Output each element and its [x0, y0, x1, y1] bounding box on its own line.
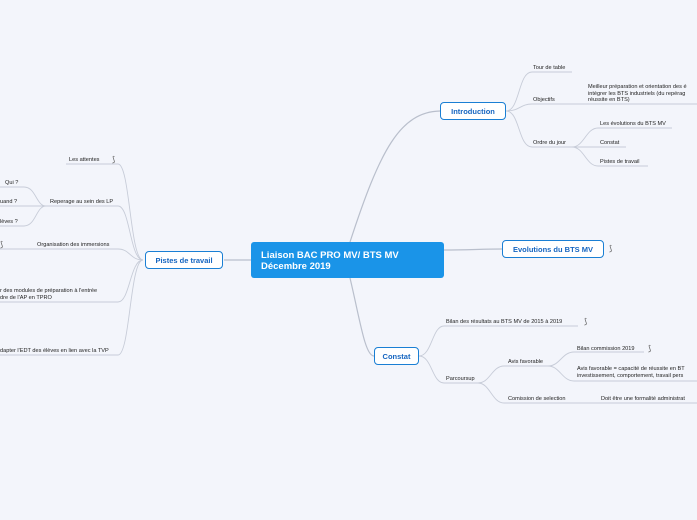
topic-introduction[interactable]: Introduction [440, 102, 506, 120]
topic-pistes-label: Pistes de travail [155, 255, 213, 265]
modules-line1: r des modules de préparation à l'entrée [0, 288, 98, 294]
attachment-icon[interactable]: ⟆ [609, 244, 613, 253]
subtopic-tour-de-table[interactable]: Tour de table [533, 65, 566, 71]
subtopic-modules-preparation[interactable]: r des modules de préparation à l'entrée … [0, 288, 97, 301]
objectifs-detail-line2: intégrer les BTS industriels (du repérag [588, 90, 686, 97]
subtopic-objectifs-detail[interactable]: Meilleur préparation et orientation des … [588, 84, 687, 104]
ordre-item-pistes[interactable]: Pistes de travail [600, 159, 640, 165]
subtopic-bilan-resultats[interactable]: Bilan des résultats au BTS MV de 2015 à … [446, 319, 563, 325]
topic-introduction-label: Introduction [451, 106, 495, 116]
topic-evolutions-label: Evolutions du BTS MV [513, 244, 593, 254]
central-title-line1: Liaison BAC PRO MV/ BTS MV [261, 250, 399, 261]
subtopic-qui[interactable]: Qui ? [5, 180, 19, 186]
subtopic-objectifs[interactable]: Objectifs [533, 97, 555, 103]
ordre-item-evolutions[interactable]: Les évolutions du BTS MV [600, 121, 666, 127]
attachment-icon[interactable]: ⟆ [648, 344, 652, 353]
avis-detail-line1: Avis favorable = capacité de réussite en… [577, 366, 685, 372]
subtopic-les-attentes[interactable]: Les attentes [69, 157, 100, 163]
attachment-icon[interactable]: ⟆ [112, 155, 116, 164]
subtopic-quand[interactable]: uand ? [0, 199, 18, 205]
ordre-item-constat[interactable]: Constat [600, 140, 620, 146]
subtopic-adapter-edt[interactable]: dapter l'EDT des élèves en lien avec la … [0, 348, 109, 354]
subtopic-immersions[interactable]: Organisation des immersions [37, 242, 110, 248]
attachment-icon[interactable]: ⟆ [584, 317, 588, 326]
objectifs-detail-line1: Meilleur préparation et orientation des … [588, 84, 687, 90]
subtopic-eleves[interactable]: lèves ? [0, 219, 18, 225]
modules-line2: dre de l'AP en TPRO [0, 294, 52, 301]
central-topic[interactable]: Liaison BAC PRO MV/ BTS MV Décembre 2019 [251, 242, 444, 278]
subtopic-reperage[interactable]: Reperage au sein des LP [50, 199, 114, 205]
attachment-icon[interactable]: ⟆ [0, 240, 4, 249]
avis-detail-line2: investissement, comportement, travail pe… [577, 372, 684, 379]
topic-constat-label: Constat [382, 351, 411, 361]
subtopic-parcoursup[interactable]: Parcoursup [446, 376, 475, 382]
topic-constat[interactable]: Constat [374, 347, 419, 365]
objectifs-detail-line3: réussite en BTS) [588, 97, 630, 104]
topic-evolutions[interactable]: Evolutions du BTS MV [502, 240, 604, 258]
subtopic-bilan-commission[interactable]: Bilan commission 2019 [577, 346, 635, 352]
topic-pistes[interactable]: Pistes de travail [145, 251, 223, 269]
subtopic-commission-selection[interactable]: Comission de selection [508, 396, 566, 402]
subtopic-formalite[interactable]: Doit être une formalité administrat [601, 396, 685, 402]
subtopic-avis-detail[interactable]: Avis favorable = capacité de réussite en… [577, 366, 685, 379]
subtopic-avis-favorable[interactable]: Avis favorable [508, 359, 544, 365]
subtopic-ordre-du-jour[interactable]: Ordre du jour [533, 140, 566, 146]
central-title-line2: Décembre 2019 [261, 261, 331, 272]
